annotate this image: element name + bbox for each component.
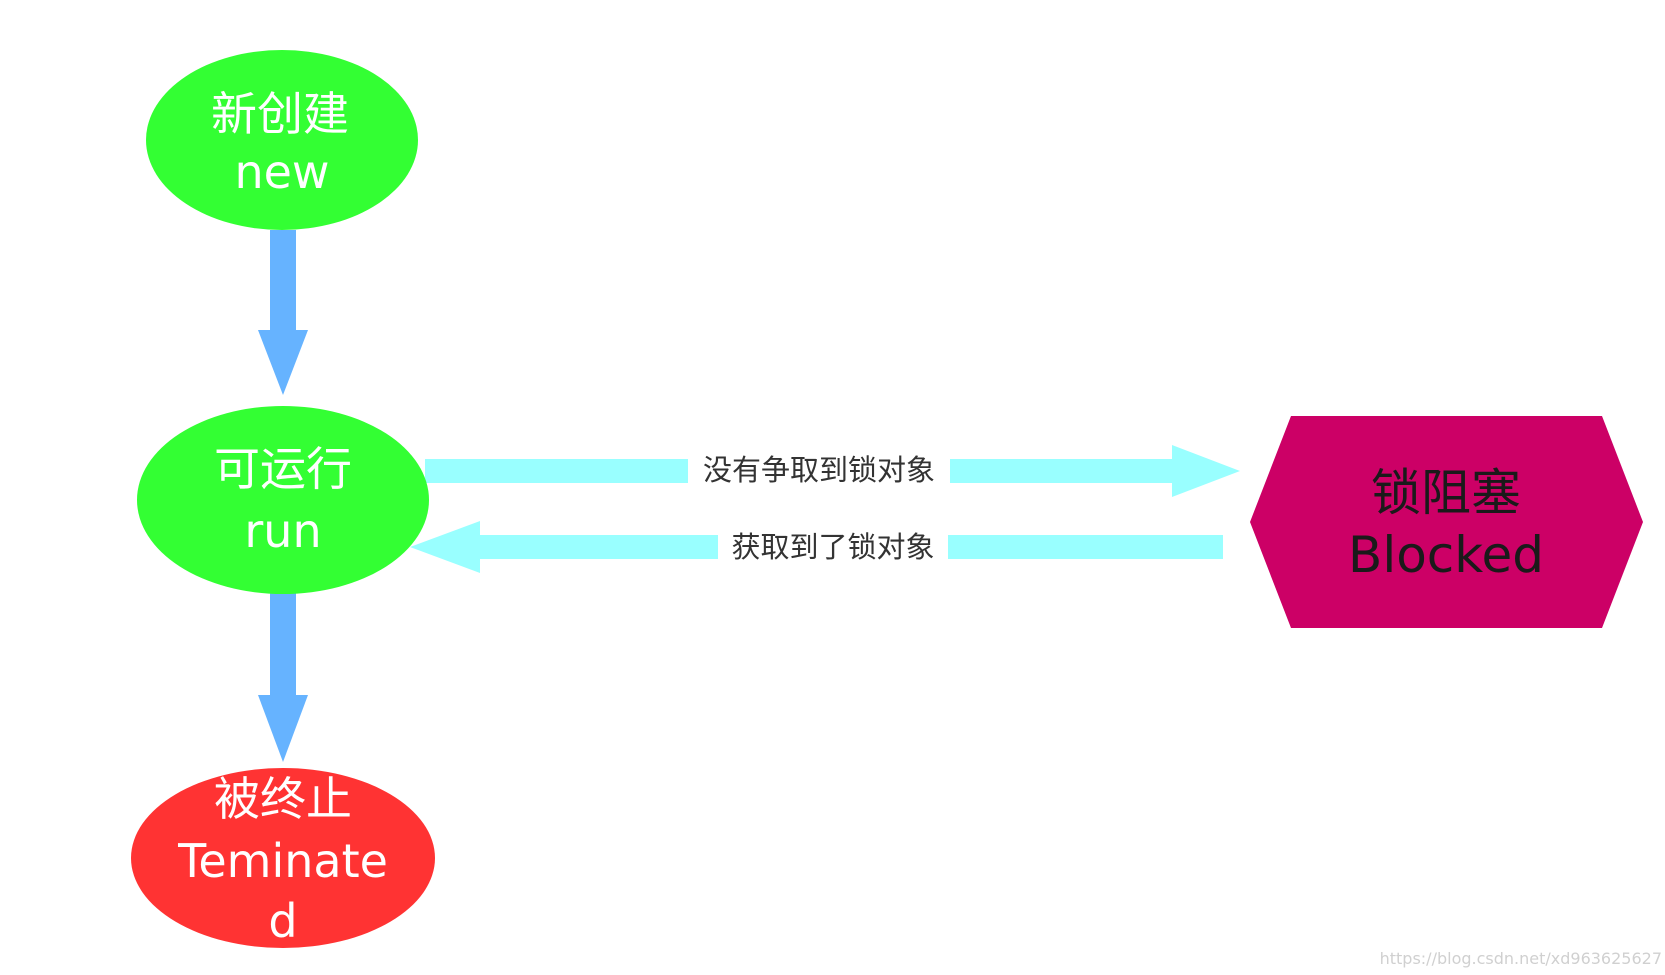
edge-label-to-runnable: 获取到了锁对象 <box>718 527 948 567</box>
arrow-head <box>1172 445 1240 497</box>
state-node-new[interactable]: 新创建 new <box>146 50 418 230</box>
watermark-text: https://blog.csdn.net/xd963625627 <box>1380 949 1662 968</box>
state-node-runnable-label-cn: 可运行 <box>214 442 352 496</box>
edge-label-to-blocked: 没有争取到锁对象 <box>688 450 950 490</box>
state-node-terminated-label-en-wrap: d <box>268 894 297 948</box>
state-node-terminated-label-en: Teminate <box>177 834 388 888</box>
state-node-terminated[interactable]: 被终止 Teminate d <box>131 768 435 948</box>
arrow-head <box>258 695 308 762</box>
arrow-head <box>258 330 308 395</box>
arrow-shaft <box>270 230 296 330</box>
arrow-head <box>410 521 480 573</box>
state-node-terminated-label-cn: 被终止 <box>214 772 352 826</box>
state-node-blocked-label-en: Blocked <box>1348 526 1544 584</box>
state-node-runnable-shape <box>137 406 429 594</box>
arrow-new-to-runnable <box>258 230 308 395</box>
state-node-blocked-shape <box>1250 416 1643 628</box>
edge-label-to-runnable-text: 获取到了锁对象 <box>731 530 934 564</box>
state-node-new-label-en: new <box>234 145 329 199</box>
state-node-blocked[interactable]: 锁阻塞 Blocked <box>1250 416 1643 628</box>
state-node-runnable[interactable]: 可运行 run <box>137 406 429 594</box>
state-node-blocked-label-cn: 锁阻塞 <box>1371 464 1521 522</box>
edge-label-background <box>718 527 948 567</box>
edge-label-to-blocked-text: 没有争取到锁对象 <box>703 453 935 487</box>
arrow-runnable-to-terminated <box>258 590 308 762</box>
state-node-terminated-shape <box>131 768 435 948</box>
state-node-new-label-cn: 新创建 <box>211 87 349 141</box>
edge-label-background <box>688 450 950 490</box>
state-node-new-shape <box>146 50 418 230</box>
arrow-shaft <box>270 590 296 695</box>
state-node-runnable-label-en: run <box>244 504 321 558</box>
